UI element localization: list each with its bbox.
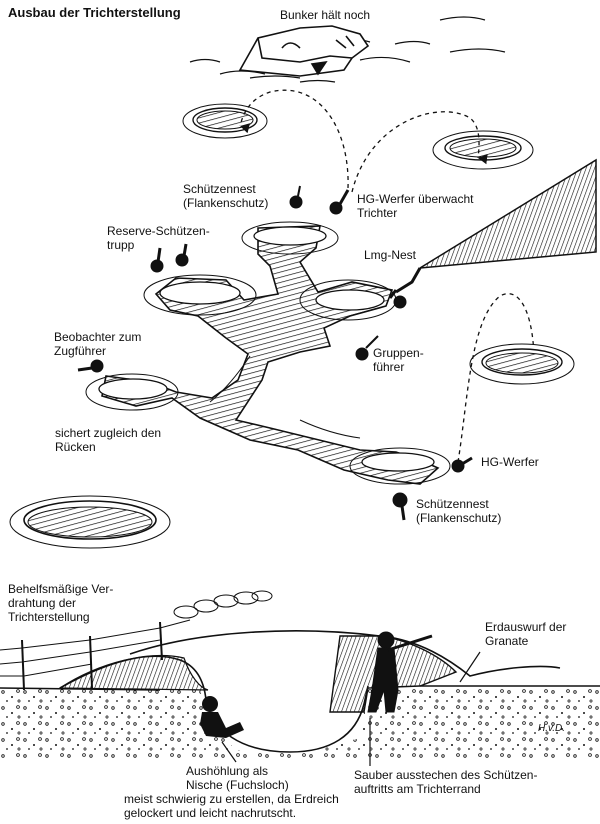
label-rear: sichert zugleich den Rücken [55,426,161,454]
label-hg-top: HG-Werfer überwacht Trichter [357,192,473,220]
label-cut: Sauber ausstechen des Schützen- auftritt… [354,768,537,796]
marker-observer [78,360,103,372]
ground-soil [0,686,600,760]
label-hg-right: HG-Werfer [481,455,539,469]
spoil-mound-left [60,656,208,690]
crater-small [183,104,267,138]
crater-large [10,496,170,548]
label-group-leader: Gruppen- führer [373,346,424,374]
label-niche: Aushöhlung als Nische (Fuchsloch) [186,764,289,792]
label-reserve: Reserve-Schützen- trupp [107,224,210,252]
label-observer: Beobachter zum Zugführer [54,330,141,358]
label-bunker: Bunker hält noch [280,8,370,22]
bunker-ruin [240,26,368,76]
label-signature: H.v.D. [538,722,565,736]
label-spoil: Erdauswurf der Granate [485,620,566,648]
label-wire: Behelfsmäßige Ver- drahtung der Trichter… [8,582,113,624]
label-niche-note: meist schwierig zu erstellen, da Erdreic… [124,792,339,820]
diagram-title: Ausbau der Trichterstellung [8,6,181,20]
marker-hg-right [452,458,472,472]
marker-hg-top [330,190,348,214]
marker-nest-top [290,186,302,208]
label-lmg: Lmg-Nest [364,248,416,262]
label-nest-bottom: Schützennest (Flankenschutz) [416,497,501,525]
label-nest-top: Schützennest (Flankenschutz) [183,182,268,210]
marker-nest-bottom [393,493,407,520]
soldier-in-niche [200,696,244,738]
crater-small [433,131,533,169]
marker-lmg [390,268,420,308]
crater-right [470,344,574,384]
